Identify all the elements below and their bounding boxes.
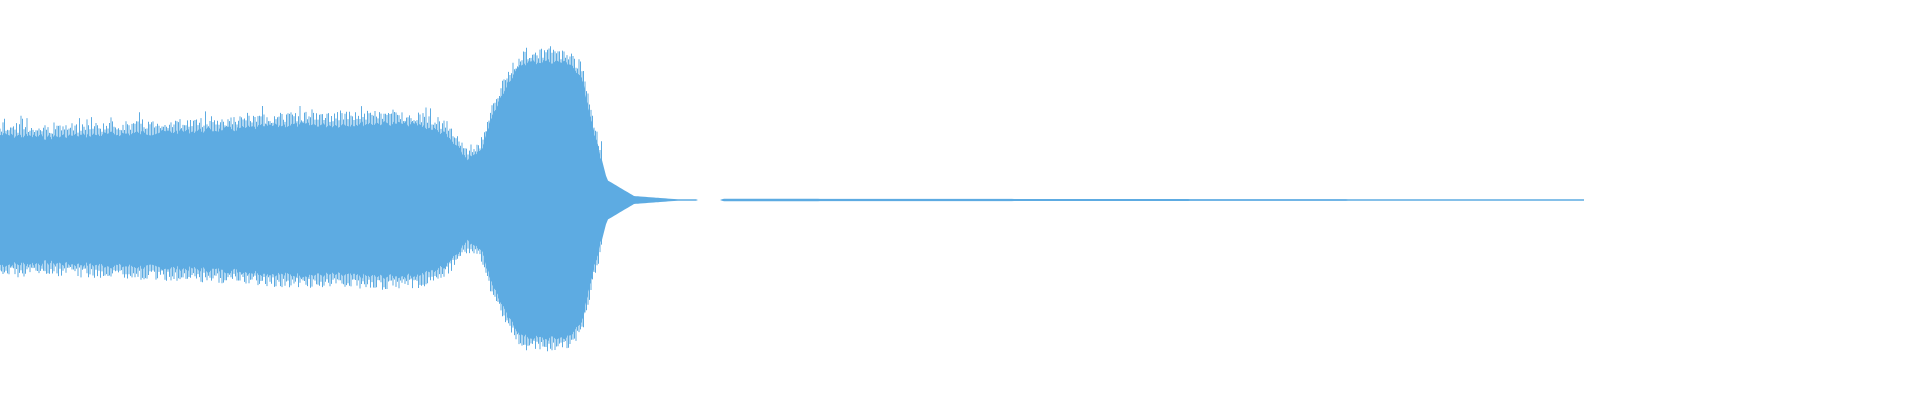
waveform-envelope: [0, 58, 1584, 342]
waveform-peaks: [0, 46, 602, 352]
waveform-layer: [0, 46, 1584, 352]
